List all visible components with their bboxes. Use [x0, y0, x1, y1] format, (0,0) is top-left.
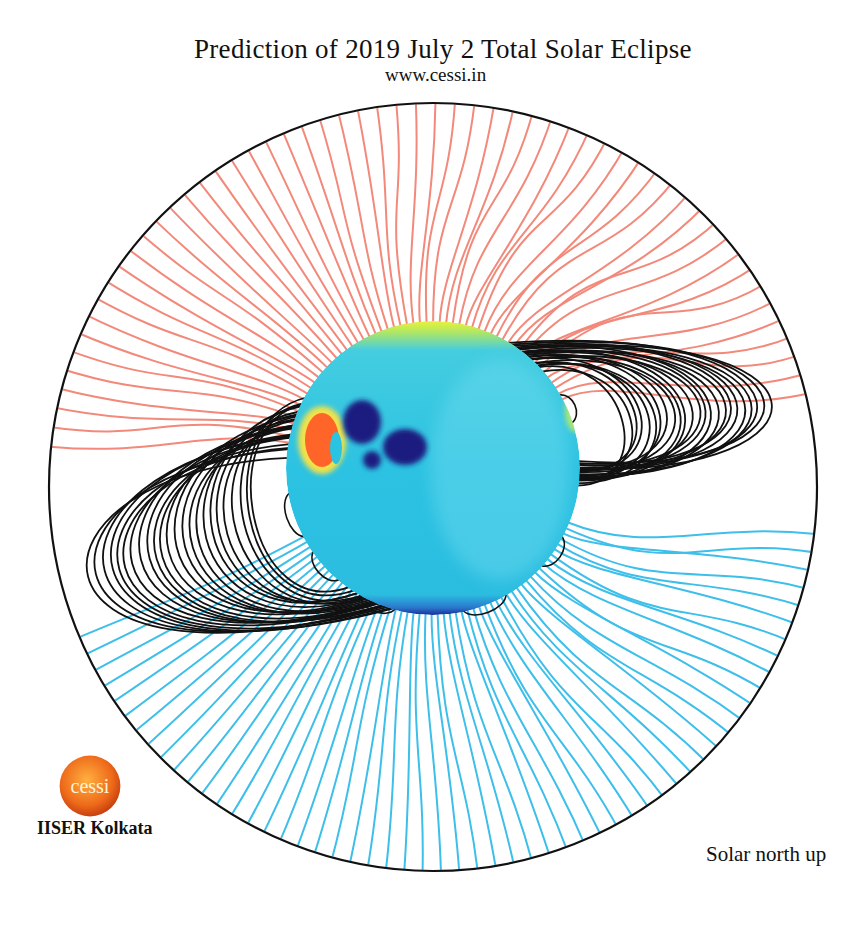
bright-patch: [430, 360, 570, 580]
open-field-line: [484, 146, 626, 333]
sun-disk: [286, 321, 585, 615]
open-field-line: [66, 349, 300, 411]
active-region-halo: [298, 406, 346, 474]
open-field-line: [425, 613, 441, 879]
institute-label: IISER Kolkata: [37, 818, 153, 839]
open-field-line: [438, 613, 479, 877]
open-field-line: [124, 246, 319, 378]
sun-surface: [286, 321, 580, 615]
open-field-line: [479, 606, 604, 841]
open-field-line: [557, 544, 806, 608]
field-lines: [43, 95, 822, 879]
open-field-line: [280, 126, 370, 338]
open-field-line: [490, 601, 636, 822]
title: Prediction of 2019 July 2 Total Solar Ec…: [194, 34, 692, 65]
open-field-line: [195, 176, 343, 355]
active-region-gap: [330, 432, 342, 464]
open-field-line: [416, 612, 423, 879]
open-field-line: [426, 96, 455, 324]
open-field-line: [164, 202, 332, 364]
open-field-line: [550, 554, 793, 643]
open-field-line: [262, 134, 364, 340]
open-field-line: [330, 607, 390, 866]
open-field-line: [137, 230, 324, 373]
website-label: www.cessi.in: [385, 64, 486, 86]
active-region-negative: [343, 400, 381, 444]
open-field-line: [495, 599, 651, 812]
open-field-line: [496, 167, 659, 338]
open-field-line: [554, 549, 800, 626]
logo-circle: cessi: [59, 755, 121, 817]
open-field-line: [567, 522, 822, 537]
open-field-line: [530, 576, 746, 723]
open-field-line: [461, 610, 551, 861]
active-region-negative: [363, 451, 381, 469]
open-field-line: [179, 188, 337, 359]
logo-text: cessi: [71, 775, 110, 798]
open-field-line: [59, 368, 297, 417]
open-field-line: [419, 95, 435, 324]
open-field-line: [227, 153, 353, 347]
open-field-line: [404, 612, 414, 878]
open-field-line: [506, 593, 682, 790]
active-region-negative: [383, 429, 427, 465]
open-field-line: [385, 611, 408, 876]
open-field-line: [356, 103, 394, 329]
open-field-line: [278, 600, 374, 847]
open-field-line: [508, 192, 691, 344]
open-field-line: [565, 528, 819, 553]
open-field-line: [444, 613, 497, 874]
open-field-line: [101, 278, 312, 388]
open-field-line: [150, 216, 328, 369]
open-field-line: [450, 612, 516, 870]
open-field-line: [432, 613, 460, 878]
open-field-line: [502, 179, 675, 341]
open-field-line: [546, 558, 785, 659]
open-field-line: [211, 164, 348, 351]
open-field-line: [396, 97, 407, 325]
open-field-line: [513, 205, 705, 347]
open-field-line: [411, 95, 417, 324]
limb-patch: [565, 388, 585, 432]
open-field-line: [456, 611, 534, 866]
open-field-line: [521, 583, 722, 751]
open-field-line: [318, 112, 382, 332]
open-field-line: [473, 607, 586, 847]
open-field-line: [478, 136, 608, 330]
logo-sun: [60, 756, 121, 817]
open-field-line: [295, 603, 379, 854]
orientation-label: Solar north up: [706, 842, 826, 867]
occulting-circle: [49, 103, 817, 871]
open-field-line: [112, 262, 315, 384]
open-field-line: [484, 604, 620, 832]
